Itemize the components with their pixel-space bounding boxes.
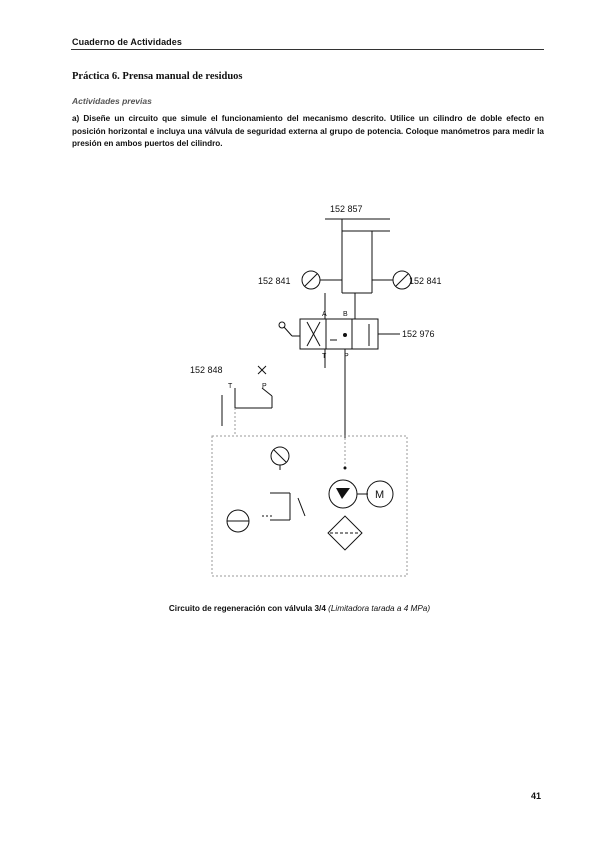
filter: [327, 515, 363, 551]
port-b-label: B: [343, 311, 348, 318]
cylinder-label: 152 857: [330, 204, 363, 214]
relief-p-label: P: [262, 383, 267, 390]
page-number: 41: [531, 791, 542, 801]
left-manometer: [301, 270, 321, 290]
motor-label: M: [375, 489, 384, 501]
header-rule: [71, 49, 544, 50]
right-manometer: [392, 270, 412, 290]
valve-label: 152 976: [402, 329, 435, 339]
caption-note: (Limitadora tarada a 4 MPa): [328, 604, 431, 613]
power-unit-frame: [211, 435, 408, 577]
activity-paragraph: a) Diseñe un circuito que simule el func…: [72, 114, 544, 149]
port-t-label: T: [322, 353, 327, 360]
directional-valve: [299, 318, 379, 350]
hydraulic-circuit-diagram: 152 857 152 841 152 841 152 976 152 848 …: [190, 204, 442, 577]
figure-caption: Circuito de regeneración con válvula 3/4…: [0, 604, 599, 613]
port-p-label: P: [344, 353, 349, 360]
motor: [366, 480, 394, 508]
section-title: Práctica 6. Prensa manual de residuos: [72, 71, 243, 82]
right-gauge-label: 152 841: [409, 276, 442, 286]
subheading: Actividades previas: [72, 96, 152, 106]
caption-main: Circuito de regeneración con válvula 3/4: [168, 604, 329, 613]
left-gauge-label: 152 841: [258, 276, 291, 286]
page-header: Cuaderno de Actividades: [72, 37, 182, 47]
relief-t-label: T: [228, 383, 233, 390]
port-a-label: A: [322, 311, 327, 318]
relief-label: 152 848: [190, 365, 223, 375]
